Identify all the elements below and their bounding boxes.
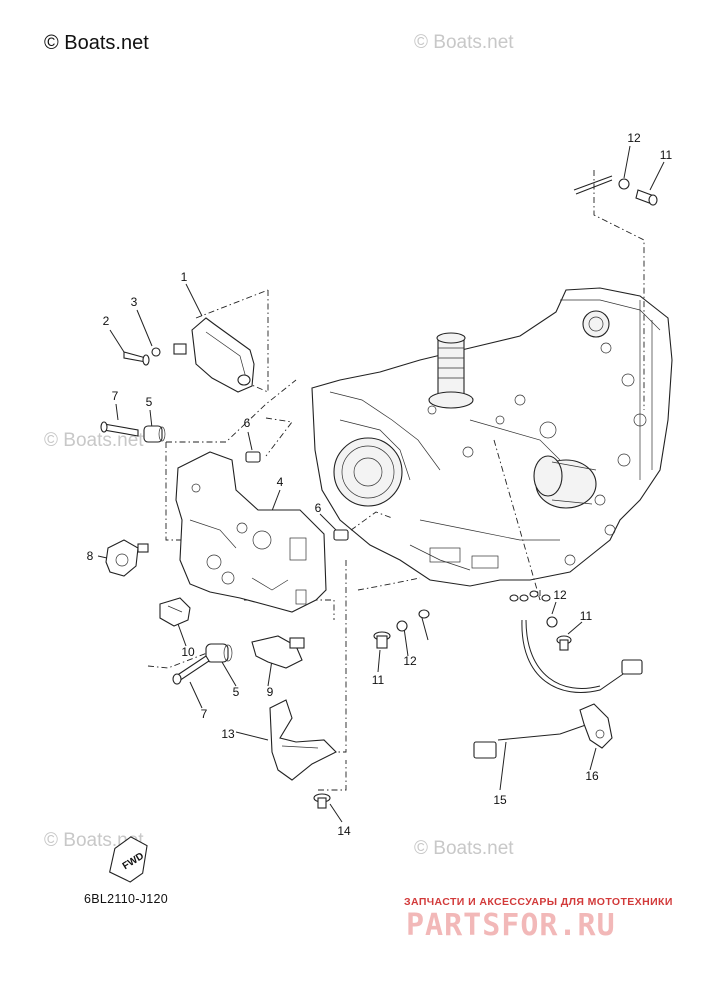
part-grommet-lower	[205, 643, 233, 663]
part-washer	[151, 347, 161, 357]
callout-12-mid: 12	[403, 654, 417, 668]
callout-7-upper: 7	[111, 389, 119, 403]
callout-8: 8	[86, 549, 94, 563]
callout-6-lower: 6	[314, 501, 322, 515]
callout-6-upper: 6	[243, 416, 251, 430]
part-wire-top	[573, 175, 613, 195]
part-ignition-unit	[173, 317, 255, 393]
callout-11-top: 11	[659, 148, 673, 162]
part-bolt-14	[313, 793, 331, 809]
part-bolt-11-top	[635, 189, 658, 206]
watermark-mid-left: © Boats.net	[44, 430, 144, 451]
part-clamp	[159, 597, 191, 627]
part-washer-12-top	[618, 178, 630, 190]
part-bracket-lower	[269, 699, 337, 781]
promo-logo: PARTSFOR.RU	[406, 908, 616, 943]
copyright-watermark: © Boats.net	[44, 32, 149, 54]
callout-16: 16	[585, 769, 599, 783]
callout-9: 9	[266, 685, 274, 699]
callout-10: 10	[181, 645, 195, 659]
watermark-top-right: © Boats.net	[414, 32, 514, 53]
callout-3: 3	[130, 295, 138, 309]
callout-lines	[97, 145, 665, 823]
part-bolt-11-mid	[373, 631, 391, 649]
callout-11-mid: 11	[371, 673, 385, 687]
part-wire-harness	[473, 619, 643, 759]
part-washer-12-mid	[396, 620, 408, 632]
part-bracket	[175, 451, 327, 613]
fwd-arrow	[109, 836, 148, 883]
callout-7-lower: 7	[200, 707, 208, 721]
part-bolt-11-right	[556, 635, 572, 651]
part-collar-upper	[245, 451, 261, 463]
callout-5-upper: 5	[145, 395, 153, 409]
part-terminals-12-right	[509, 590, 558, 628]
part-screw	[123, 351, 150, 366]
callout-5-lower: 5	[232, 685, 240, 699]
callout-2: 2	[102, 314, 110, 328]
part-bolt-upper	[100, 421, 139, 437]
engine-block	[311, 287, 673, 587]
part-clip	[105, 539, 149, 577]
callout-12-right: 12	[553, 588, 567, 602]
callout-13: 13	[221, 727, 235, 741]
callout-4: 4	[276, 475, 284, 489]
part-bolt-lower	[172, 655, 210, 685]
part-grommet-upper	[143, 425, 166, 443]
callout-14: 14	[337, 824, 351, 838]
part-clamp-16	[579, 703, 613, 749]
diagram-code: 6BL2110-J120	[84, 892, 168, 906]
callout-12-top: 12	[627, 131, 641, 145]
part-collar-lower	[333, 529, 349, 541]
callout-1: 1	[180, 270, 188, 284]
part-terminal-12-mid	[418, 609, 430, 641]
callout-11-right: 11	[579, 609, 593, 623]
watermark-bottom-right: © Boats.net	[414, 838, 514, 859]
part-holder	[251, 635, 305, 669]
promo-tagline: ЗАПЧАСТИ И АКСЕССУАРЫ ДЛЯ МОТОТЕХНИКИ	[404, 896, 673, 908]
callout-15: 15	[493, 793, 507, 807]
